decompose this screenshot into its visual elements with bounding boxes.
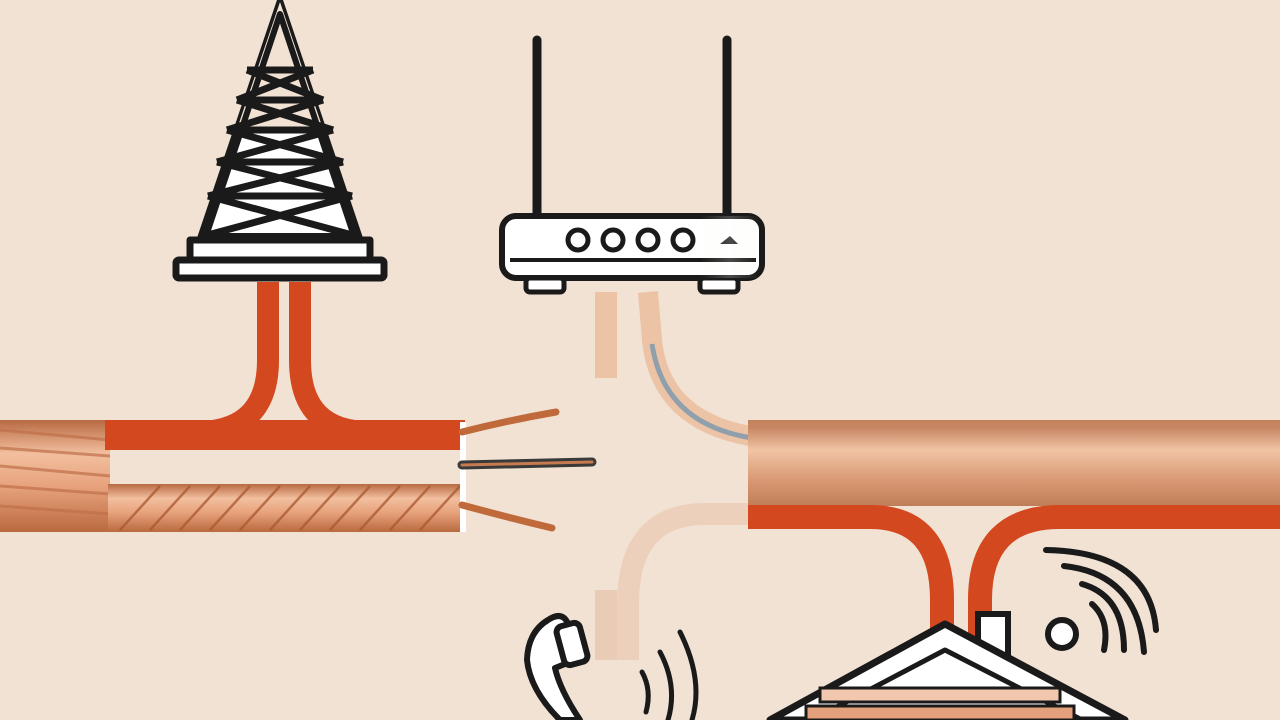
copper-cable-left <box>0 420 465 532</box>
stranded-copper-wire <box>108 484 464 532</box>
telephone-handset-icon <box>524 613 591 720</box>
sound-waves-icon <box>639 629 699 720</box>
house-icon <box>766 611 1129 720</box>
phone-cable <box>595 503 748 660</box>
ethernet-cable <box>649 343 753 441</box>
house-cables <box>748 505 1280 640</box>
bare-wire-ends <box>457 408 597 532</box>
wifi-signal-icon <box>1043 547 1159 655</box>
cell-tower-icon <box>172 0 388 282</box>
glare-overlay <box>700 216 760 278</box>
white-insulator <box>460 422 466 532</box>
copper-cable-right <box>748 420 1280 506</box>
